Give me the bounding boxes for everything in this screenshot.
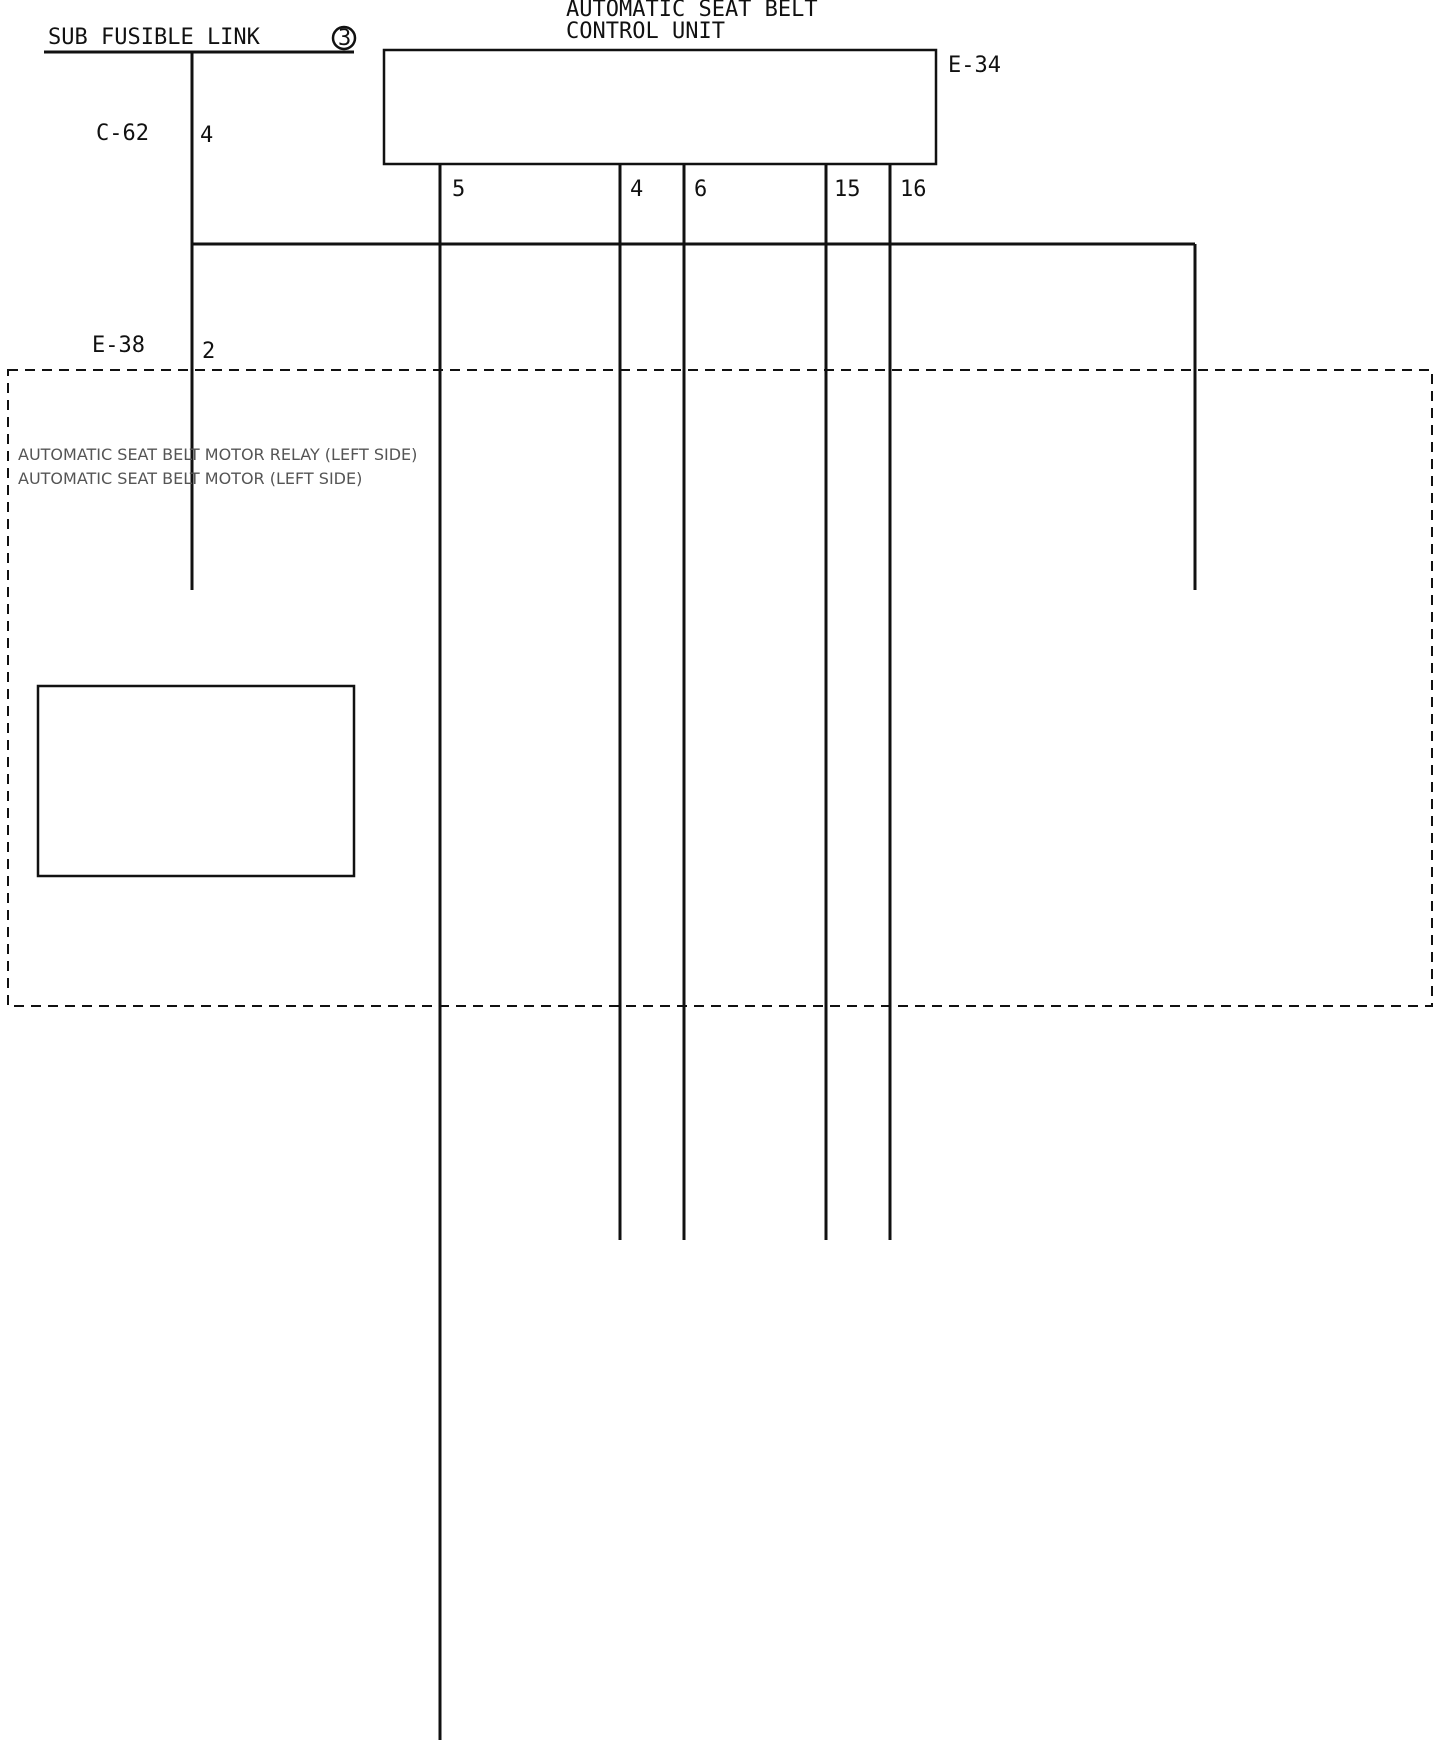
- cu-output-wires: [438, 164, 892, 1740]
- component-area: [7, 369, 1433, 1007]
- left-relay-box: [36, 684, 356, 878]
- cu-title-1: AUTOMATIC SEAT BELT: [566, 0, 818, 22]
- cu-pin-label: 6: [694, 177, 707, 202]
- left-relay-pin: 2: [202, 339, 215, 364]
- feed-pin: 4: [200, 123, 213, 148]
- cu-connector: E-34: [948, 53, 1001, 78]
- left-relay-title: AUTOMATIC SEAT BELT MOTOR RELAY (LEFT SI…: [18, 445, 417, 464]
- left-motor-title: AUTOMATIC SEAT BELT MOTOR (LEFT SIDE): [18, 469, 362, 488]
- cu-pin-label: 16: [900, 177, 927, 202]
- cu-title-2: CONTROL UNIT: [566, 19, 725, 44]
- control-unit-box: [382, 48, 938, 166]
- left-relay-connector: E-38: [92, 333, 145, 358]
- cu-pin-label: 4: [630, 177, 643, 202]
- cu-pin-label: 15: [834, 177, 861, 202]
- cu-pin-label: 5: [452, 177, 465, 202]
- feed-connector: C-62: [96, 121, 149, 146]
- feed-label: SUB FUSIBLE LINK: [48, 25, 261, 50]
- feed-number-circle: [331, 25, 357, 51]
- feed-number: 3: [338, 26, 351, 51]
